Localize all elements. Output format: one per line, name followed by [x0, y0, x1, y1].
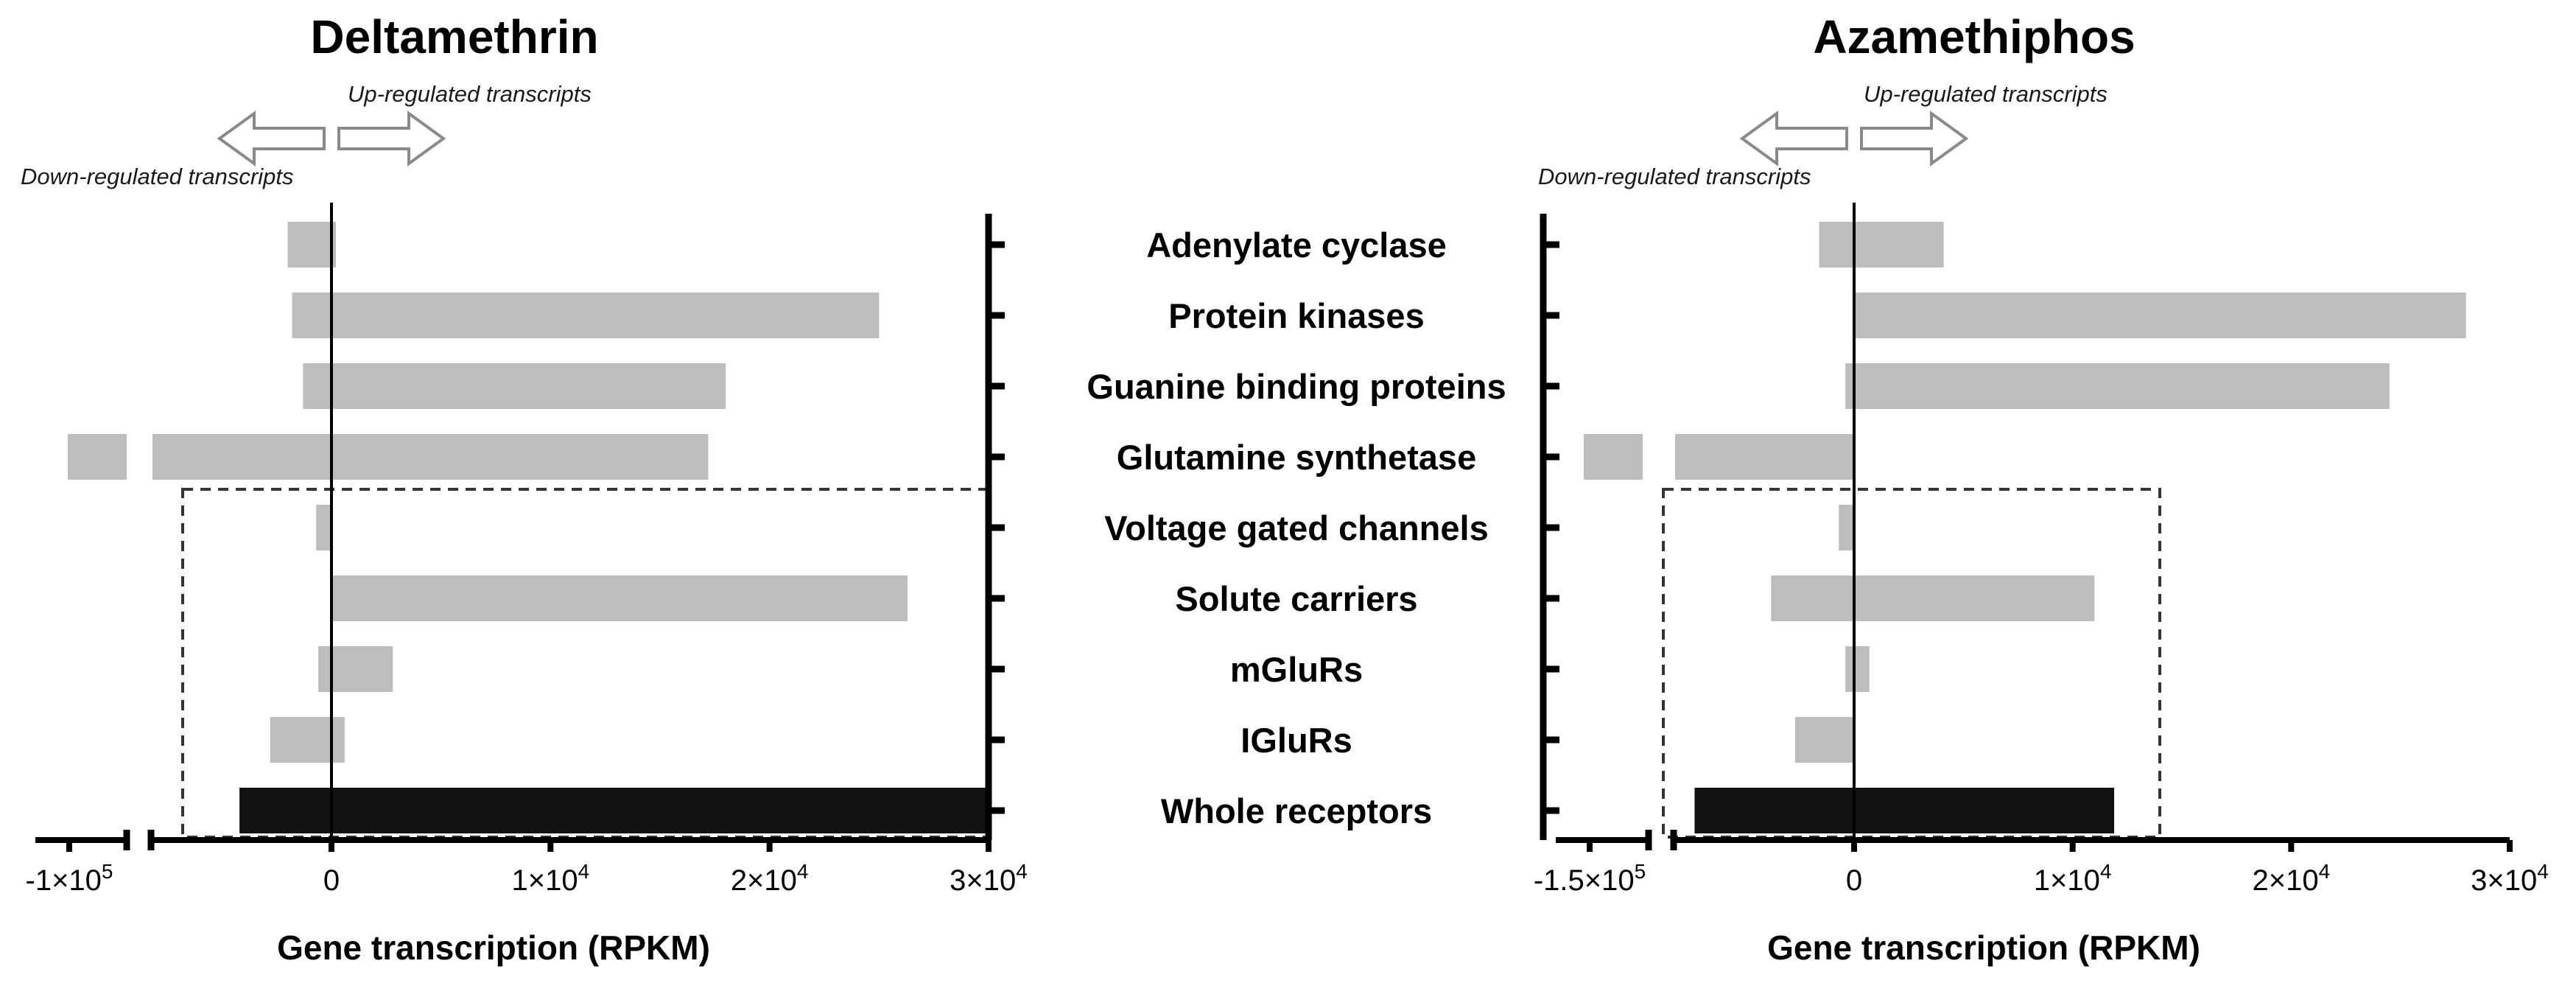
highlight-box: [181, 488, 990, 839]
bar-glutamine-synthetase-down-far: [1584, 434, 1643, 480]
x-tick-label: 2×104: [2252, 860, 2330, 897]
bar-mglurs: [1845, 646, 1870, 692]
category-label-guanine-binding-proteins: Guanine binding proteins: [1087, 367, 1506, 406]
bar-guanine-binding-proteins: [1845, 363, 2390, 409]
bar-glutamine-synthetase: [1675, 434, 1854, 480]
chart-title: Deltamethrin: [310, 10, 598, 63]
highlight-box: [1662, 488, 2161, 839]
up-regulated-annotation: Up-regulated transcripts: [1864, 81, 2108, 107]
x-tick-label: 0: [1846, 864, 1862, 897]
x-tick-label: 3×104: [2471, 860, 2549, 897]
bar-guanine-binding-proteins: [303, 363, 726, 409]
down-arrow: [1739, 111, 1848, 167]
category-label-adenylate-cyclase: Adenylate cyclase: [1146, 225, 1447, 265]
bar-voltage-gated-channels: [316, 505, 331, 550]
x-tick-label: 3×104: [950, 860, 1028, 897]
bar-adenylate-cyclase: [287, 222, 336, 267]
category-label-mglurs: mGluRs: [1230, 650, 1363, 689]
bar-glutamine-synthetase: [152, 434, 709, 480]
down-arrow: [217, 111, 326, 167]
chart-title: Azamethiphos: [1813, 10, 2135, 63]
bar-iglurs: [270, 717, 345, 763]
bar-mglurs: [318, 646, 393, 692]
category-label-voltage-gated-channels: Voltage gated channels: [1104, 508, 1488, 548]
category-label-solute-carriers: Solute carriers: [1175, 579, 1417, 618]
bar-whole-receptors: [239, 788, 989, 833]
bar-glutamine-synthetase-down-far: [68, 434, 127, 480]
up-regulated-annotation: Up-regulated transcripts: [348, 81, 592, 107]
category-label-whole-receptors: Whole receptors: [1161, 791, 1432, 830]
x-axis-label: Gene transcription (RPKM): [277, 928, 710, 967]
category-label-protein-kinases: Protein kinases: [1168, 296, 1424, 335]
bar-iglurs: [1794, 717, 1854, 763]
bar-whole-receptors: [1694, 788, 2115, 833]
bar-adenylate-cyclase: [1819, 222, 1944, 267]
x-tick-label: 0: [323, 864, 340, 897]
bar-protein-kinases: [1854, 293, 2466, 338]
x-tick-label: -1.5×105: [1534, 860, 1646, 897]
x-axis-label: Gene transcription (RPKM): [1767, 928, 2200, 967]
x-tick-label: 2×104: [731, 860, 809, 897]
bar-protein-kinases: [292, 293, 880, 338]
up-arrow: [337, 111, 446, 167]
bar-voltage-gated-channels: [1839, 505, 1854, 550]
up-arrow: [1860, 111, 1969, 167]
down-regulated-annotation: Down-regulated transcripts: [21, 164, 293, 189]
category-label-iglurs: IGluRs: [1240, 721, 1352, 760]
bar-solute-carriers: [1771, 576, 2095, 621]
x-tick-label: -1×105: [26, 860, 113, 897]
bar-solute-carriers: [331, 576, 908, 621]
category-label-glutamine-synthetase: Glutamine synthetase: [1117, 438, 1476, 477]
down-regulated-annotation: Down-regulated transcripts: [1538, 164, 1811, 189]
x-tick-label: 1×104: [511, 860, 589, 897]
x-tick-label: 1×104: [2034, 860, 2112, 897]
